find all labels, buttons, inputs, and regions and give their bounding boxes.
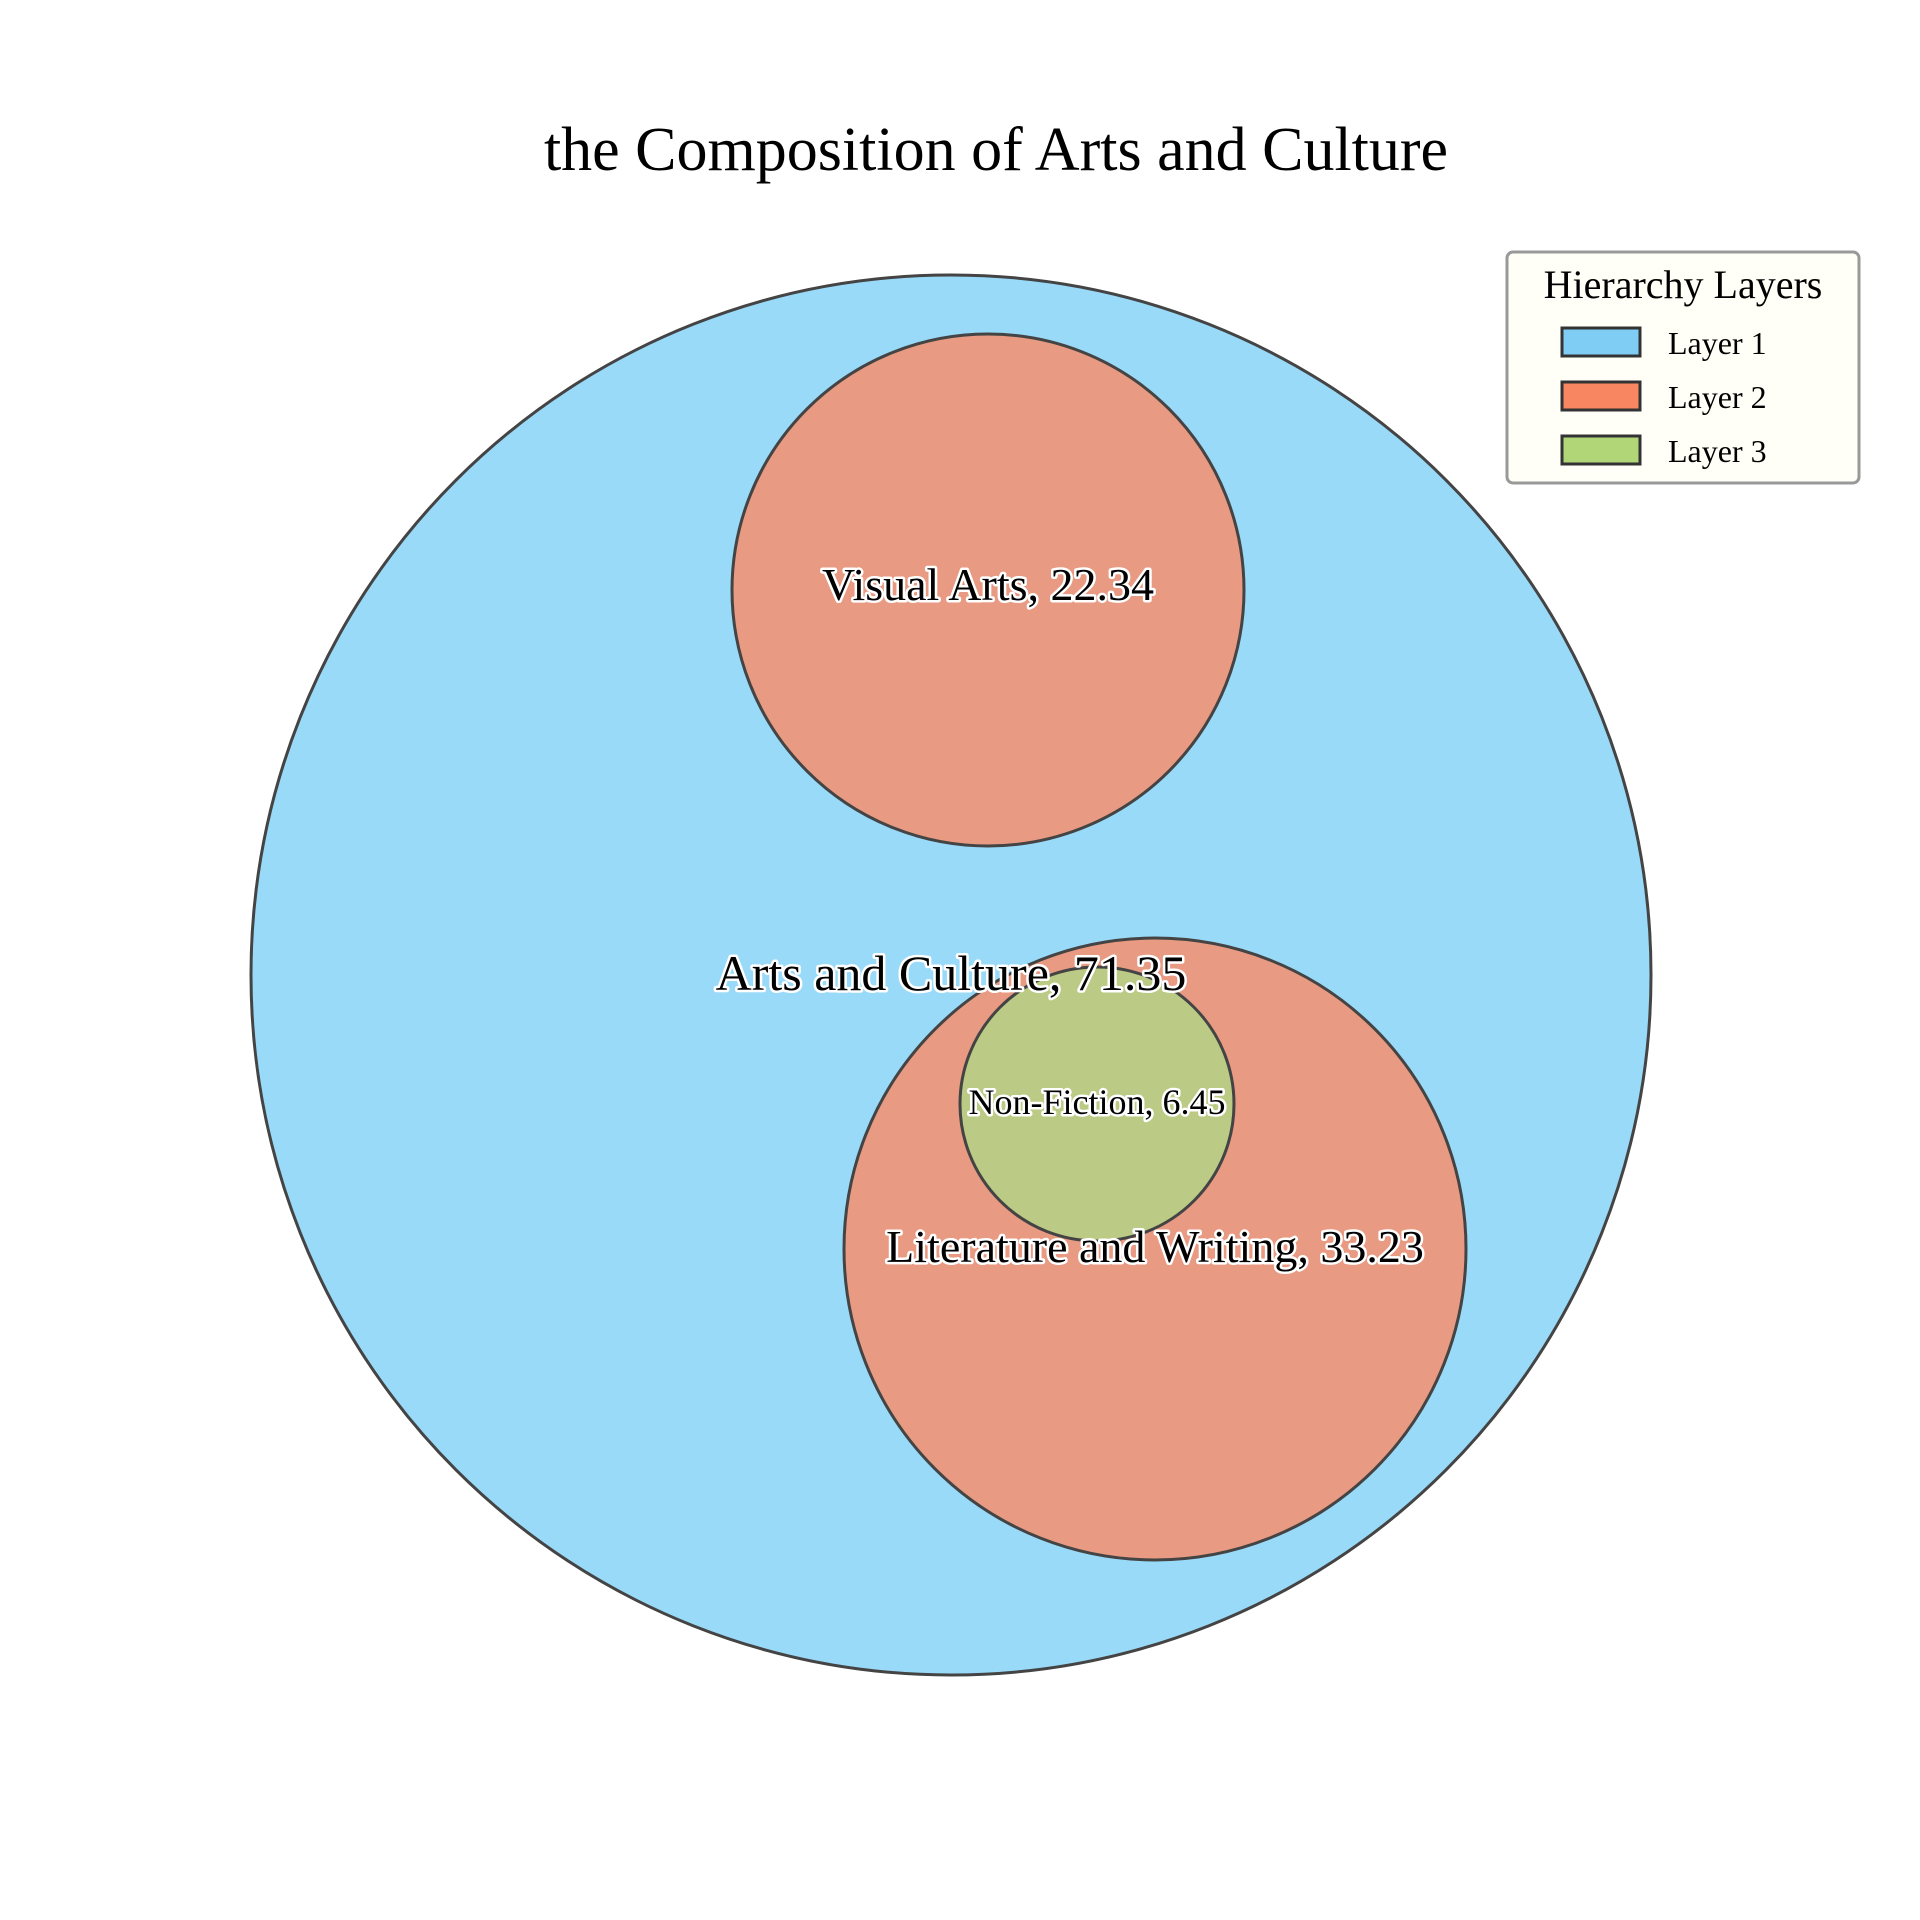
label-visual: Visual Arts, 22.34 — [822, 559, 1154, 610]
legend-items: Layer 1 Layer 2 Layer 3 — [1560, 325, 1767, 469]
legend-title: Hierarchy Layers — [1544, 262, 1823, 307]
legend-frame — [1505, 250, 1861, 485]
chart-title: the Composition of Arts and Culture — [544, 116, 1448, 184]
legend-swatch-layer-2 — [1560, 380, 1642, 412]
legend: Hierarchy Layers Layer 1 Layer 2 Layer 3 — [1505, 250, 1861, 485]
legend-label-layer-3: Layer 3 — [1668, 433, 1767, 469]
circle-visual — [730, 332, 1246, 848]
label-literature: Literature and Writing, 33.23 — [886, 1221, 1424, 1272]
legend-swatch-layer-1 — [1560, 326, 1642, 358]
legend-label-layer-1: Layer 1 — [1668, 325, 1767, 361]
circles-layer — [249, 273, 1653, 1677]
label-nonfiction: Non-Fiction, 6.45 — [969, 1082, 1226, 1122]
legend-swatch-layer-3 — [1560, 434, 1642, 466]
label-arts: Arts and Culture, 71.35 — [716, 945, 1187, 1001]
circle-nonfiction — [958, 965, 1236, 1243]
labels-layer: Arts and Culture, 71.35 Visual Arts, 22.3… — [713, 557, 1426, 1275]
legend-label-layer-2: Layer 2 — [1668, 379, 1767, 415]
